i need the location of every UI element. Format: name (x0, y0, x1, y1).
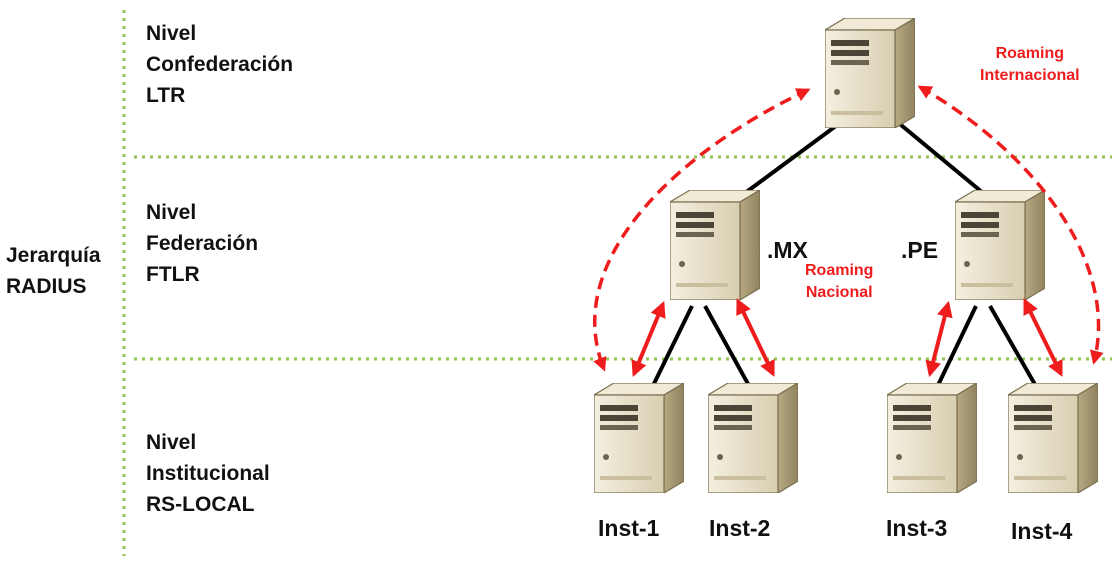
arrow-mx-inst1 (631, 301, 666, 377)
level-line: Nivel (146, 431, 197, 454)
arrow-pe-inst4 (1023, 298, 1063, 377)
level-line: FTLR (146, 263, 200, 286)
international-roaming-arrows (592, 85, 1104, 372)
level-line: Nivel (146, 201, 197, 224)
roaming-national-label: Roaming Nacional (805, 260, 873, 304)
roaming-international-label: Roaming Internacional (980, 43, 1080, 87)
arrow-mx-inst2 (736, 298, 775, 377)
level-institutional-label: Nivel Institucional RS-LOCAL (146, 427, 270, 520)
level-line: LTR (146, 84, 186, 107)
institution-label: Inst-1 (598, 515, 660, 541)
federation-pe-label: .PE (901, 237, 939, 263)
level-line: Nivel (146, 22, 197, 45)
institution-label: Inst-2 (709, 515, 771, 541)
server-ltr-icon (825, 18, 915, 128)
level-line: Confederación (146, 53, 294, 76)
institution-label: Inst-3 (886, 515, 948, 541)
level-confederation-label: Nivel Confederación LTR (146, 18, 293, 111)
level-line: Institucional (146, 462, 270, 485)
institution-label: Inst-4 (1011, 518, 1073, 544)
arrow-ltr-inst4 (917, 85, 1104, 365)
hierarchy-label: Jerarquía RADIUS (6, 240, 101, 302)
arrow-pe-inst3 (925, 300, 953, 378)
roaming-line: Nacional (805, 284, 873, 301)
roaming-line: Internacional (980, 67, 1080, 84)
hierarchy-line2: RADIUS (6, 275, 87, 298)
server-inst1-icon (594, 383, 684, 493)
server-pe-icon (955, 190, 1045, 300)
hierarchy-line1: Jerarquía (6, 244, 101, 267)
server-inst2-icon (708, 383, 798, 493)
arrow-ltr-inst1 (592, 88, 811, 372)
federation-mx-label: .MX (767, 237, 808, 263)
server-inst3-icon (887, 383, 977, 493)
level-federation-label: Nivel Federación FTLR (146, 197, 258, 290)
server-mx-icon (670, 190, 760, 300)
level-line: Federación (146, 232, 259, 255)
roaming-line: Roaming (995, 45, 1065, 62)
roaming-line: Roaming (805, 262, 874, 279)
level-line: RS-LOCAL (146, 493, 255, 516)
server-inst4-icon (1008, 383, 1098, 493)
national-roaming-arrows (631, 298, 1063, 378)
